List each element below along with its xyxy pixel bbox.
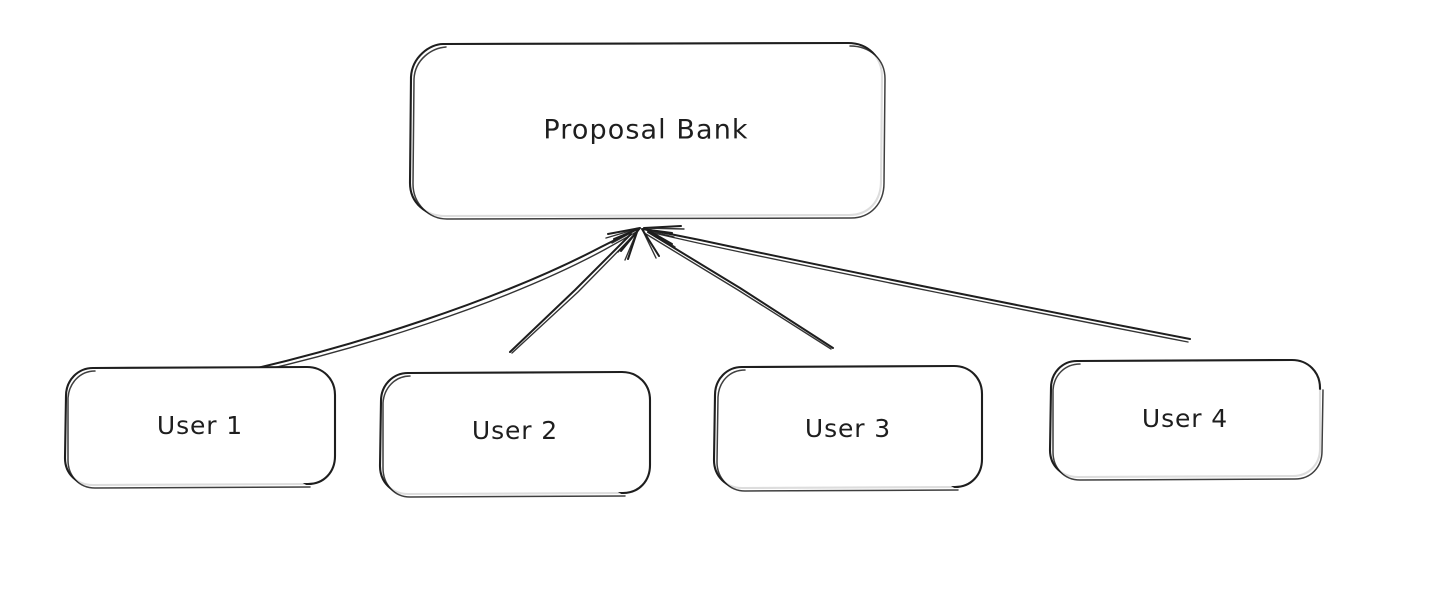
user-3-box-sketch: [716, 369, 959, 492]
edge-user-1[interactable]: [227, 227, 641, 381]
user-4-label: User 4: [1142, 404, 1228, 433]
node-user-1[interactable]: User 1: [63, 365, 337, 489]
proposal-bank-box-sketch: [412, 45, 886, 220]
node-user-2[interactable]: User 2: [378, 370, 652, 498]
node-proposal-bank[interactable]: Proposal Bank: [408, 41, 886, 220]
node-user-3[interactable]: User 3: [712, 364, 984, 492]
edge-user-2[interactable]: [509, 228, 639, 354]
user-2-box-sketch: [382, 375, 626, 498]
user-3-label: User 3: [805, 414, 891, 443]
edge-user-4[interactable]: [643, 225, 1191, 343]
node-user-4[interactable]: User 4: [1048, 358, 1324, 481]
user-1-box-sketch: [67, 370, 311, 489]
user-1-label: User 1: [157, 411, 243, 440]
user-2-label: User 2: [472, 416, 558, 445]
proposal-bank-label: Proposal Bank: [543, 115, 748, 146]
edge-group: [227, 225, 1191, 381]
user-4-box-sketch: [1052, 363, 1324, 481]
